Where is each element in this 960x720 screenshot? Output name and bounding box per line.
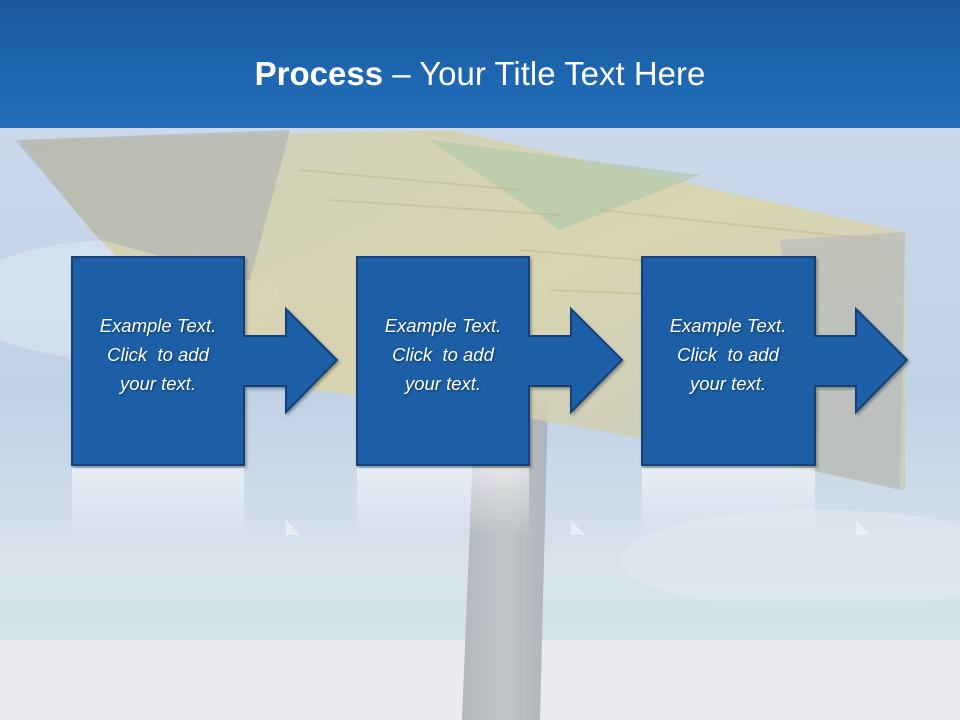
step-text-line: Click to add (392, 344, 494, 365)
title-bar (0, 0, 960, 128)
process-step-3-text[interactable]: Example Text. Click to add your text. (642, 311, 814, 398)
process-step-3-reflection (642, 468, 815, 538)
step-text-line: your text. (119, 373, 197, 394)
process-arrow-3-reflection (856, 520, 870, 535)
process-arrow-1-reflection (286, 520, 300, 535)
process-arrow-2-reflection (571, 520, 585, 535)
process-step-1-text[interactable]: Example Text. Click to add your text. (72, 311, 244, 398)
process-step-2[interactable] (356, 256, 624, 466)
process-step-2-reflection (357, 468, 529, 538)
step-text-line: Click to add (677, 344, 779, 365)
process-step-1-reflection (72, 468, 244, 538)
slide-title[interactable]: Process – Your Title Text Here (0, 52, 960, 96)
step-text-line: your text. (689, 373, 767, 394)
step-text-line: your text. (404, 373, 482, 394)
step-text-line: Example Text. (384, 315, 502, 336)
process-step-3[interactable] (641, 256, 909, 466)
title-rest-text: – Your Title Text Here (383, 55, 706, 92)
process-step-2-text[interactable]: Example Text. Click to add your text. (357, 311, 529, 398)
title-bold-text: Process (254, 55, 384, 92)
step-text-line: Example Text. (669, 315, 787, 336)
step-text-line: Click to add (107, 344, 209, 365)
step-text-line: Example Text. (99, 315, 217, 336)
process-step-1[interactable] (71, 256, 339, 466)
